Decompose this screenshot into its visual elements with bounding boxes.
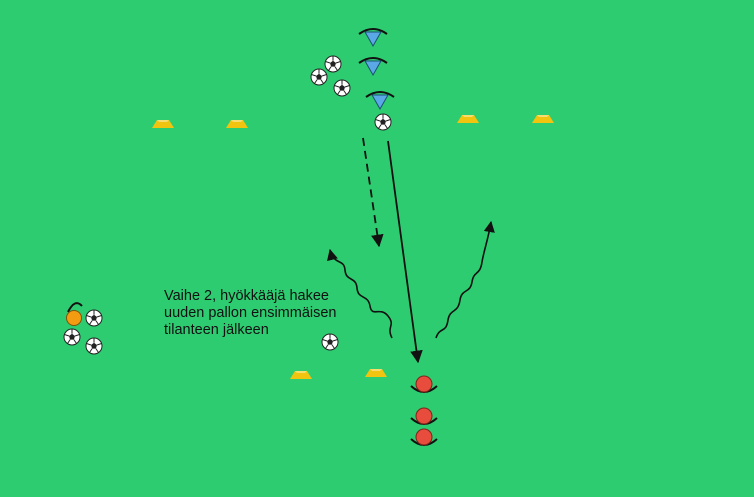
cone-icon xyxy=(226,120,248,128)
cone-icon xyxy=(457,115,479,123)
defender-player-icon xyxy=(410,428,438,446)
attackers xyxy=(358,28,395,110)
soccer-ball-icon xyxy=(374,113,392,131)
cone-icon xyxy=(532,115,554,123)
run-arrow-dashed xyxy=(362,137,384,248)
soccer-ball-icon xyxy=(85,337,103,355)
attacker-player-icon xyxy=(358,57,388,76)
caption-line: uuden pallon ensimmäisen xyxy=(164,305,337,321)
soccer-ball-icon xyxy=(324,55,342,73)
pass-arrow xyxy=(387,140,423,364)
server-player-icon xyxy=(66,302,83,326)
soccer-ball-icon xyxy=(310,68,328,86)
dribble-arrow xyxy=(327,248,393,339)
caption-line: Vaihe 2, hyökkääjä hakee xyxy=(164,288,329,304)
defenders xyxy=(410,375,438,446)
drill-caption: Vaihe 2, hyökkääjä hakee uuden pallon en… xyxy=(164,288,384,339)
cone-icon xyxy=(152,120,174,128)
cone-icon xyxy=(365,369,387,377)
soccer-ball-icon xyxy=(63,328,81,346)
attacker-player-icon xyxy=(365,91,395,110)
soccer-ball-icon xyxy=(333,79,351,97)
movement-arrows xyxy=(327,137,495,364)
cone-icon xyxy=(290,371,312,379)
defender-player-icon xyxy=(410,407,438,425)
soccer-ball-icon xyxy=(85,309,103,327)
defender-player-icon xyxy=(410,375,438,393)
dribble-arrow xyxy=(435,220,495,339)
caption-line: tilanteen jälkeen xyxy=(164,322,269,338)
attacker-player-icon xyxy=(358,28,388,47)
cones xyxy=(152,115,554,379)
